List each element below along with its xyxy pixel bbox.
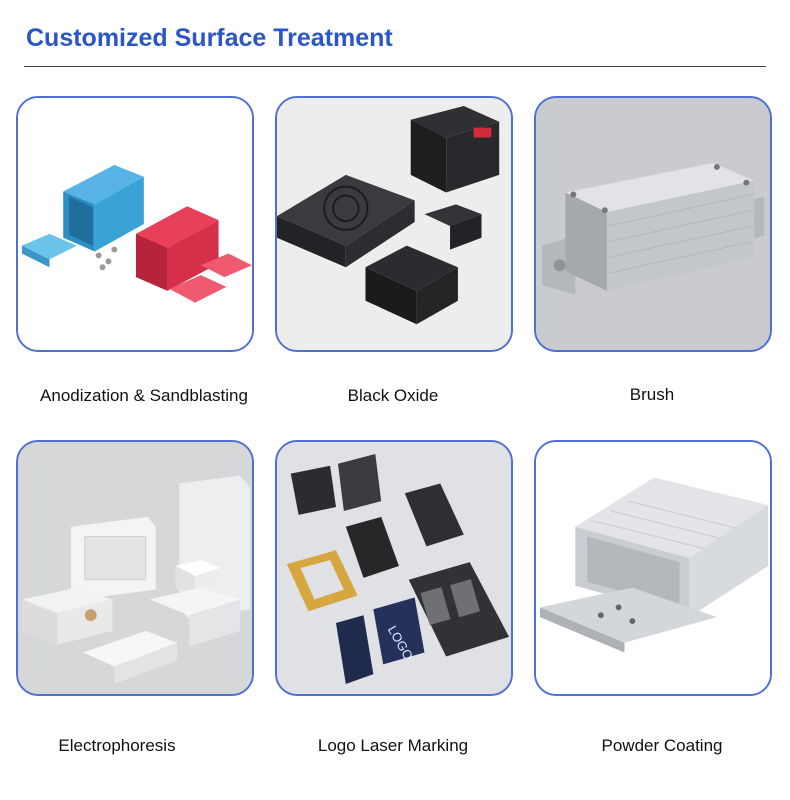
caption-brush: Brush (629, 385, 675, 404)
caption-black-oxide: Black Oxide (347, 386, 439, 405)
card-anodization[interactable] (16, 96, 254, 352)
caption-logo-laser: Logo Laser Marking (317, 736, 469, 755)
card-electrophoresis[interactable] (16, 440, 254, 696)
card-brush[interactable] (534, 96, 772, 352)
card-black-oxide[interactable] (275, 96, 513, 352)
card-powder-coating[interactable] (534, 440, 772, 696)
electrophoresis-enclosure-image (18, 442, 252, 694)
caption-electrophoresis: Electrophoresis (58, 736, 176, 755)
black-oxide-enclosure-image (277, 98, 511, 350)
brushed-enclosure-image (536, 98, 770, 350)
laser-marking-enclosure-image: LOGO (277, 442, 511, 694)
page-title: Customized Surface Treatment (26, 24, 393, 52)
title-divider (24, 66, 766, 67)
anodized-enclosure-image (18, 98, 252, 350)
caption-powder-coating: Powder Coating (601, 736, 723, 755)
powder-coated-enclosure-image (536, 442, 770, 694)
caption-anodization: Anodization & Sandblasting (40, 386, 248, 405)
card-logo-laser[interactable]: LOGO (275, 440, 513, 696)
